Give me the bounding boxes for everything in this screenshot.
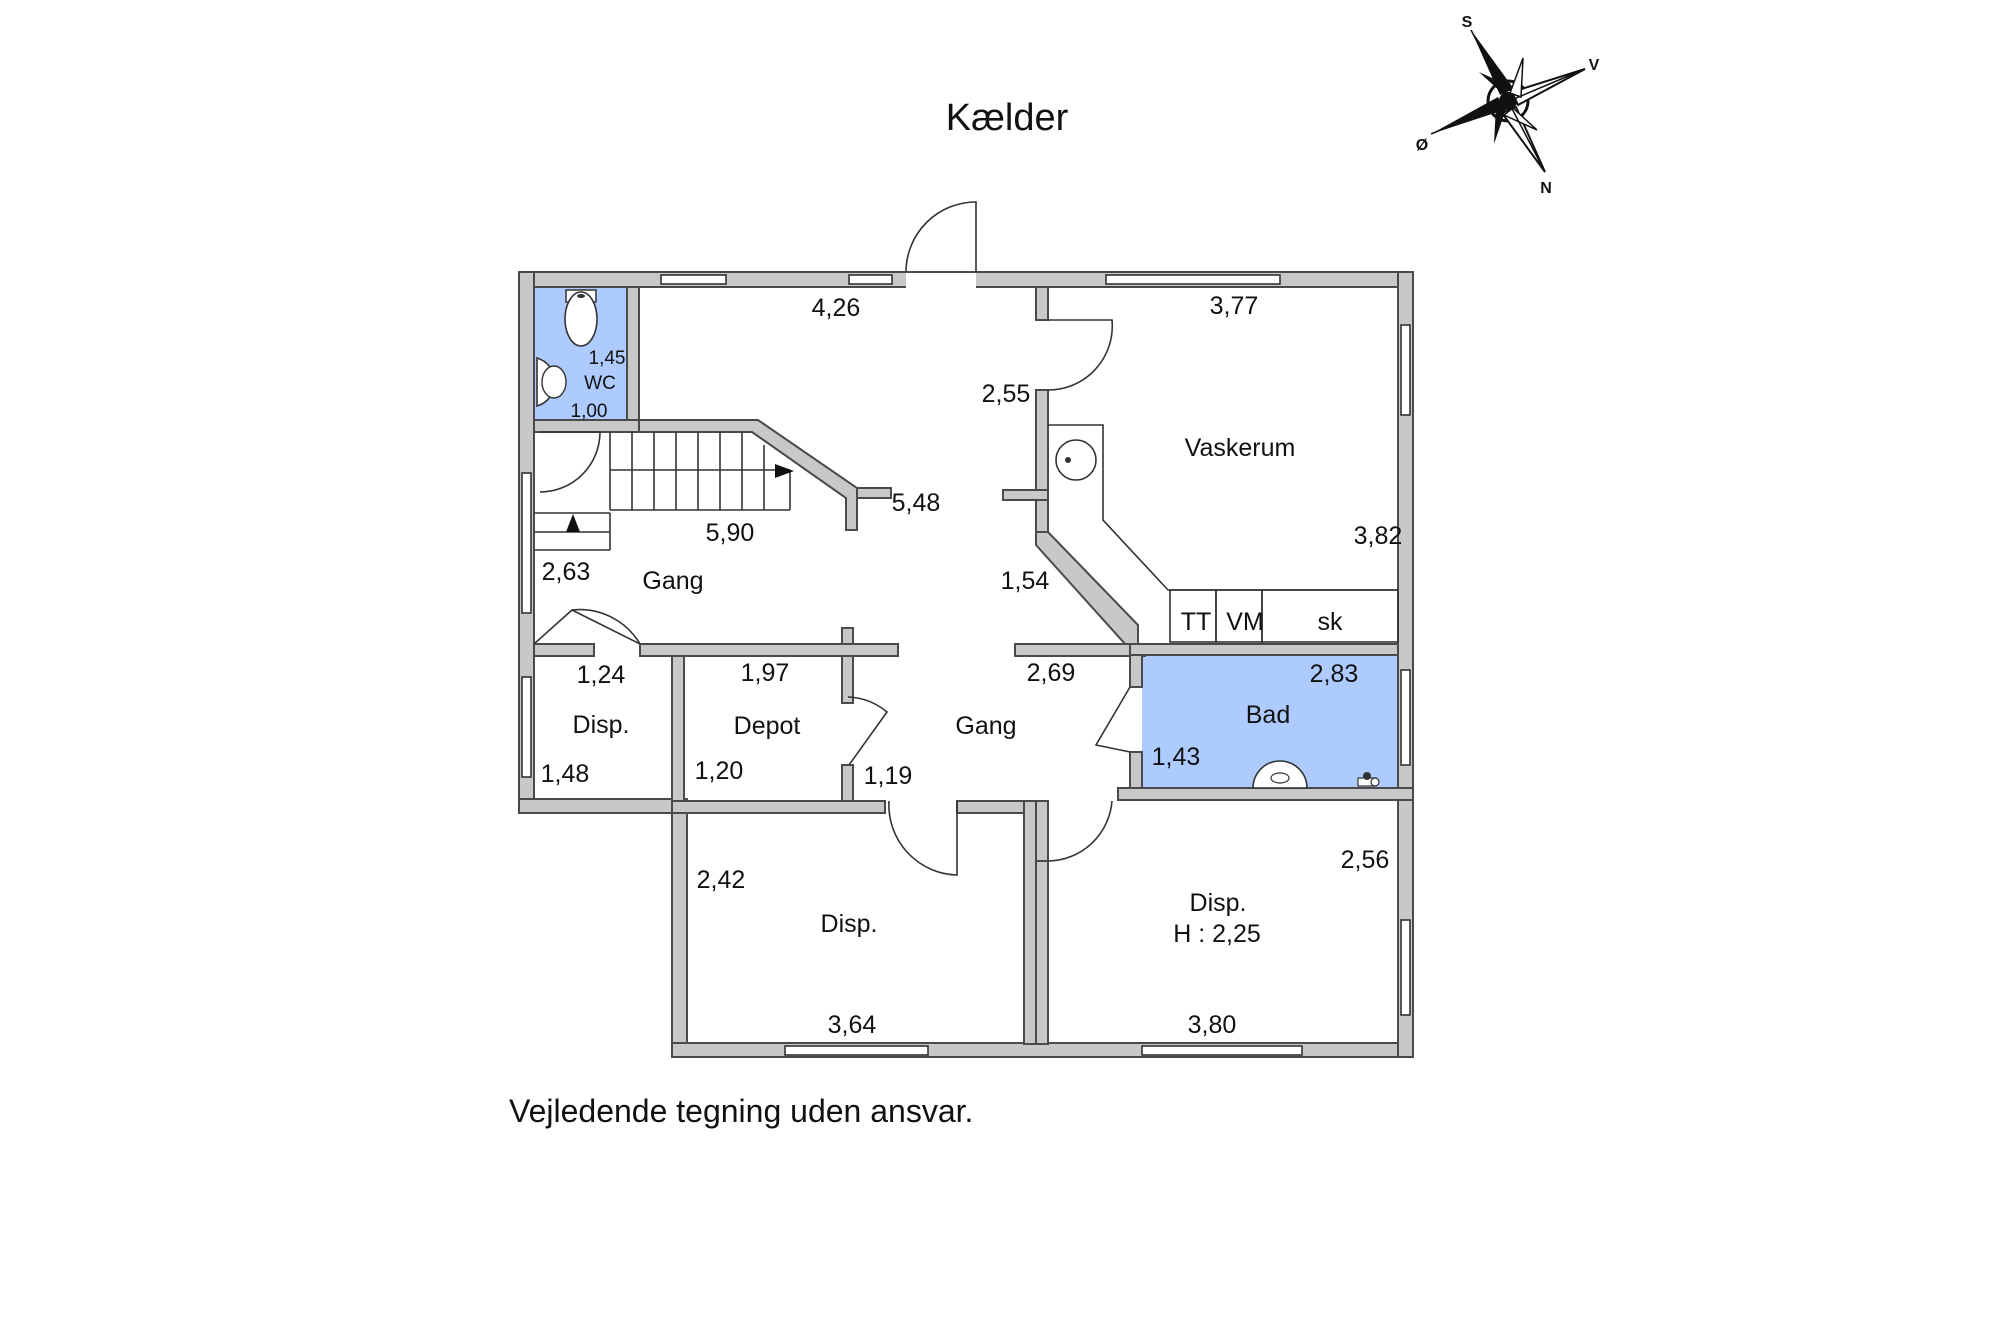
- dim-gang-center-2-69: 2,69: [1027, 659, 1076, 687]
- dim-gang-center-1-19: 1,19: [864, 762, 913, 790]
- compass-label-v: V: [1589, 57, 1600, 74]
- windows: [521, 274, 1411, 1056]
- dim-wc-width: 1,45: [589, 348, 626, 369]
- dim-gang-5-90: 5,90: [706, 519, 755, 547]
- vaskerum-fixtures: [1048, 424, 1399, 643]
- fixture-label-sk: sk: [1318, 608, 1344, 636]
- compass-icon: S V Ø N: [1416, 14, 1600, 197]
- room-label-depot: Depot: [734, 712, 801, 740]
- room-label-gang-top: Gang: [642, 567, 703, 595]
- dim-gang-5-48: 5,48: [892, 489, 941, 517]
- fixture-label-vm: VM: [1226, 608, 1264, 636]
- fixture-label-tt: TT: [1181, 608, 1212, 636]
- dim-bad-depth: 1,43: [1152, 743, 1201, 771]
- stair-arrow-right-icon: [775, 464, 794, 478]
- compass-label-n: N: [1540, 180, 1552, 197]
- dim-gang-2-63: 2,63: [542, 558, 591, 586]
- sink-icon: [1055, 439, 1097, 481]
- stair-arrow-up-icon: [566, 514, 580, 532]
- room-label-wc: WC: [584, 373, 616, 394]
- dim-bad-width: 2,83: [1310, 660, 1359, 688]
- dim-vaskerum-width: 3,77: [1210, 292, 1259, 320]
- room-label-gang-center: Gang: [955, 712, 1016, 740]
- disclaimer-text: Vejledende tegning uden ansvar.: [509, 1093, 973, 1129]
- toilet-icon: [564, 291, 598, 347]
- dim-gang-top-width: 4,26: [812, 294, 861, 322]
- dim-gang-2-55: 2,55: [982, 380, 1031, 408]
- room-label-disp-bottom-right: Disp.: [1190, 889, 1247, 917]
- dim-disp-bottom-right-width: 3,80: [1188, 1011, 1237, 1039]
- dim-disp-bottom-left-depth: 2,42: [697, 866, 746, 894]
- dim-disp-small-depth: 1,48: [541, 760, 590, 788]
- dim-depot-width: 1,97: [741, 659, 790, 687]
- dim-gang-1-54: 1,54: [1001, 567, 1050, 595]
- room-label-disp-small: Disp.: [573, 711, 630, 739]
- wc-fixtures: [536, 289, 598, 408]
- interior-walls: [533, 286, 1414, 1045]
- room-label-bad: Bad: [1246, 701, 1290, 729]
- doors: [533, 201, 1131, 876]
- room-label-disp-bottom-left: Disp.: [821, 910, 878, 938]
- dim-wc-depth: 1,00: [571, 401, 608, 422]
- dim-vaskerum-depth: 3,82: [1354, 522, 1403, 550]
- compass-label-o: Ø: [1416, 137, 1428, 154]
- dim-disp-bottom-right-depth: 2,56: [1341, 846, 1390, 874]
- dim-disp-bottom-left-width: 3,64: [828, 1011, 877, 1039]
- floor-title: Kælder: [946, 97, 1069, 139]
- bad-fixtures: [1252, 760, 1380, 789]
- faucet-icon: [1357, 772, 1380, 787]
- room-label-vaskerum: Vaskerum: [1185, 434, 1296, 462]
- room-height-disp-bottom-right: H : 2,25: [1173, 920, 1261, 948]
- dim-disp-small-width: 1,24: [577, 661, 626, 689]
- compass-label-s: S: [1462, 14, 1473, 31]
- dim-depot-depth: 1,20: [695, 757, 744, 785]
- staircase: [534, 432, 794, 551]
